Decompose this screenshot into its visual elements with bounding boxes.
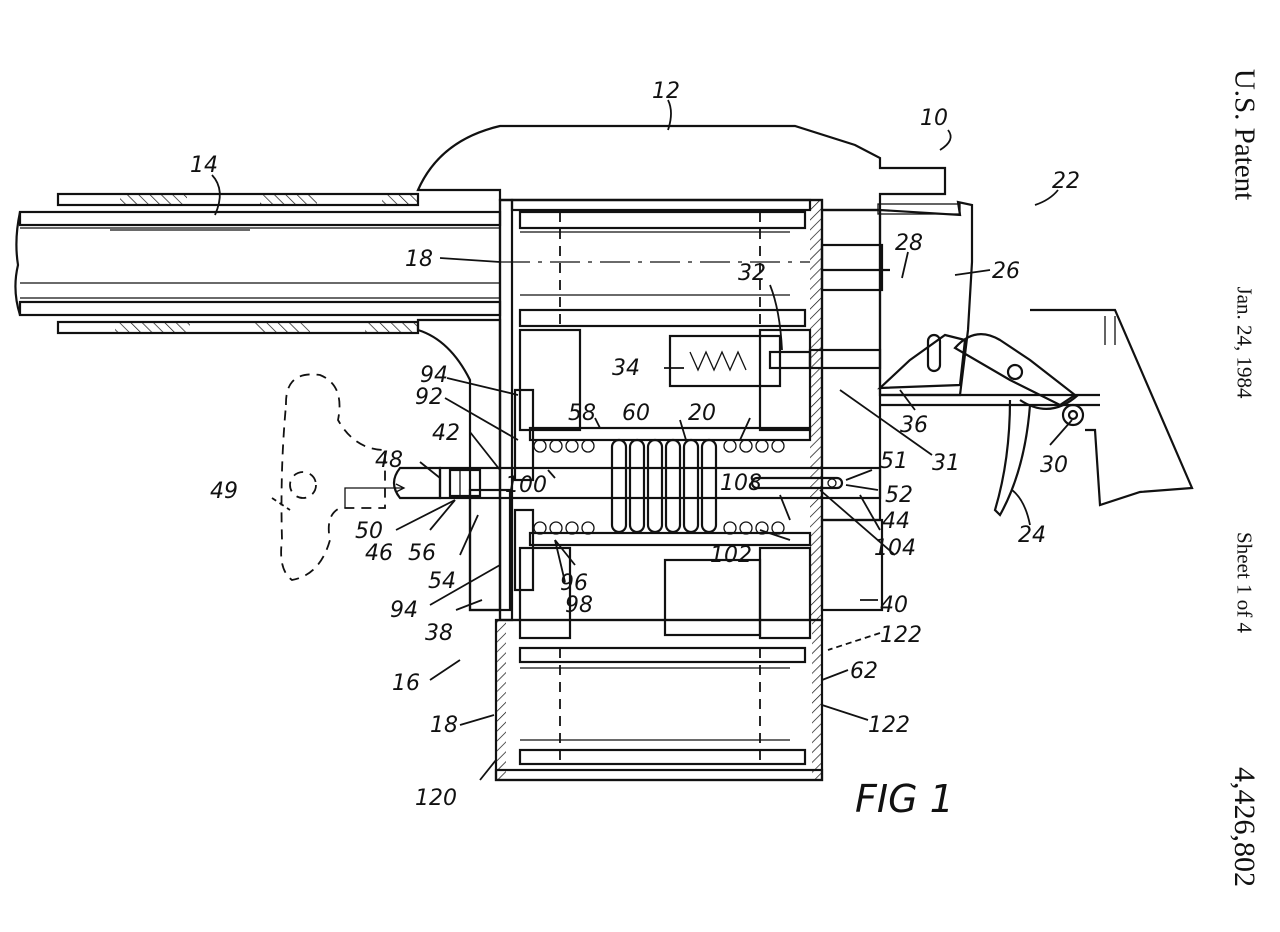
sheet-number: Sheet 1 of 4 <box>1232 532 1257 633</box>
reference-labels: 12 10 22 14 18 32 34 28 26 36 31 30 24 9… <box>190 79 1080 821</box>
label-108: 108 <box>720 471 762 496</box>
barrel-14 <box>14 192 502 335</box>
label-16: 16 <box>392 671 420 696</box>
trigger-assembly-22 <box>877 200 1194 517</box>
label-10: 10 <box>920 106 948 131</box>
label-60: 60 <box>622 401 650 426</box>
label-122-top: 122 <box>880 623 922 648</box>
label-31: 31 <box>932 451 960 476</box>
cylinder-18-bottom <box>494 546 824 782</box>
label-51: 51 <box>880 449 908 474</box>
label-94-top: 94 <box>420 363 448 388</box>
label-92: 92 <box>415 385 443 410</box>
label-120: 120 <box>415 786 457 811</box>
label-18-bottom: 18 <box>430 713 458 738</box>
figure-caption: FIG 1 <box>855 777 954 821</box>
leader-lines <box>211 99 1073 781</box>
patent-header: U.S. Patent Jan. 24, 1984 Sheet 1 of 4 4… <box>1216 0 1272 927</box>
patent-title: U.S. Patent <box>1228 68 1261 201</box>
label-26: 26 <box>992 259 1020 284</box>
label-38: 38 <box>425 621 453 646</box>
label-98: 98 <box>565 593 593 618</box>
label-54: 54 <box>428 569 456 594</box>
spindle-mechanism <box>392 388 882 612</box>
patent-date: Jan. 24, 1984 <box>1232 286 1257 399</box>
label-96: 96 <box>560 571 588 596</box>
label-18-top: 18 <box>405 247 433 272</box>
label-62: 62 <box>850 659 878 684</box>
label-104: 104 <box>874 536 916 561</box>
label-48: 48 <box>375 448 403 473</box>
label-50: 50 <box>355 519 383 544</box>
spring-60 <box>610 438 718 534</box>
cylinder-18-top <box>498 198 824 622</box>
label-12: 12 <box>652 79 680 104</box>
label-52: 52 <box>885 483 913 508</box>
label-30: 30 <box>1040 453 1068 478</box>
label-36: 36 <box>900 413 928 438</box>
ball-bearings <box>533 439 785 535</box>
label-56: 56 <box>408 541 436 566</box>
winding-key-49 <box>280 373 406 581</box>
label-122-bottom: 122 <box>868 713 910 738</box>
label-14: 14 <box>190 153 218 178</box>
hammer-assembly <box>518 243 890 432</box>
patent-number: 4,426,802 <box>1228 767 1261 887</box>
label-42: 42 <box>432 421 460 446</box>
label-32: 32 <box>738 261 766 286</box>
label-46: 46 <box>365 541 393 566</box>
label-24: 24 <box>1018 523 1046 548</box>
label-34: 34 <box>612 356 640 381</box>
label-49: 49 <box>210 479 238 504</box>
label-58: 58 <box>568 401 596 426</box>
label-28: 28 <box>895 231 923 256</box>
label-20: 20 <box>688 401 716 426</box>
label-40: 40 <box>880 593 908 618</box>
label-22: 22 <box>1052 169 1080 194</box>
label-44: 44 <box>882 509 910 534</box>
label-94-bottom: 94 <box>390 598 418 623</box>
label-100: 100 <box>505 473 547 498</box>
label-102: 102 <box>710 543 752 568</box>
